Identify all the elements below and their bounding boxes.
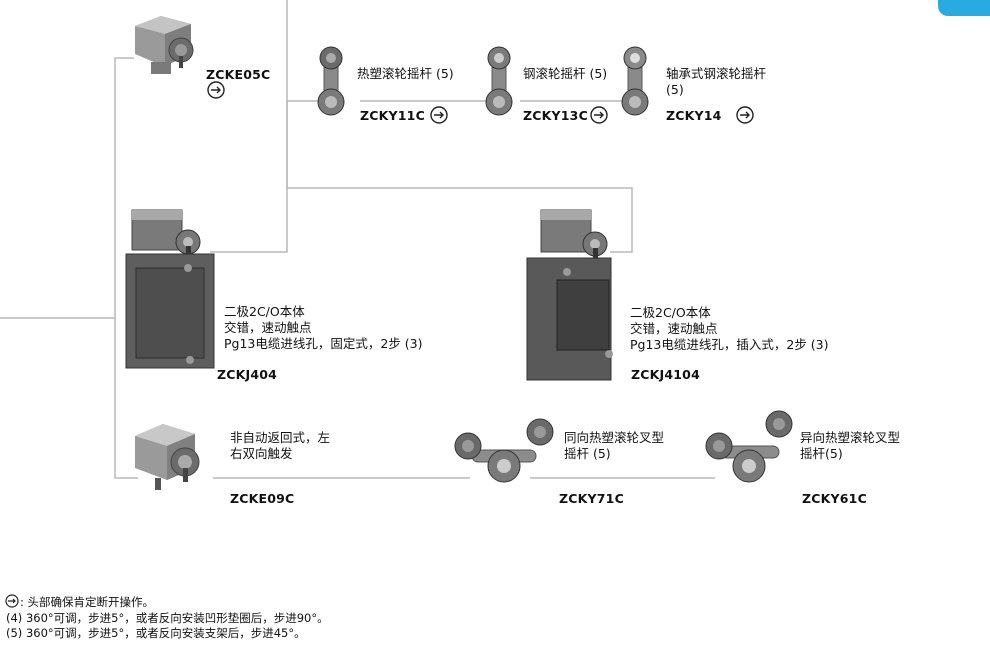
corner-tab (938, 0, 990, 16)
circled-arrow-icon (736, 106, 754, 124)
zcke05c-code: ZCKE05C (206, 67, 271, 82)
circled-arrow-icon (5, 594, 19, 608)
zcky71c-desc: 同向热塑滚轮叉型 摇杆 (5) (564, 430, 665, 461)
zcky14-lever-image (621, 46, 649, 116)
zckj404-desc: 二极2C/O本体 交错，速动触点 Pg13电缆进线孔，固定式，2步 (3) (224, 304, 423, 351)
zckj404-body-image (125, 209, 215, 369)
zcky13c-desc: 钢滚轮摇杆 (5) (523, 66, 608, 81)
zcky61c-code: ZCKY61C (802, 491, 867, 506)
zckj4104-body-image (526, 209, 613, 381)
zcky61c-fork-lever-image (705, 410, 793, 483)
zcky11c-lever-image (317, 46, 345, 116)
circled-arrow-icon (590, 106, 608, 124)
zcky13c-code: ZCKY13C (523, 108, 588, 123)
zckj404-code: ZCKJ404 (217, 367, 278, 382)
zckj4104-desc: 二极2C/O本体 交错，速动触点 Pg13电缆进线孔，插入式，2步 (3) (630, 305, 829, 352)
zcky61c-desc: 异向热塑滚轮叉型 摇杆(5) (800, 430, 901, 461)
legend-note: : 头部确保肯定断开操作。 (20, 595, 155, 609)
zcke05c-head-image (135, 16, 194, 74)
zcke09c-desc: 非自动返回式，左 右双向触发 (230, 430, 331, 461)
footnote-5: (5) 360°可调，步进5°，或者反向安装支架后，步进45°。 (6, 626, 306, 640)
zcke09c-head-image (135, 424, 200, 490)
footnote-4: (4) 360°可调，步进5°，或者反向安装凹形垫圈后，步进90°。 (6, 611, 329, 625)
circled-arrow-icon (430, 106, 448, 124)
zcky71c-fork-lever-image (454, 418, 554, 483)
zcky13c-lever-image (485, 46, 513, 116)
zcky11c-code: ZCKY11C (360, 108, 425, 123)
zcky71c-code: ZCKY71C (559, 491, 624, 506)
zcky14-code: ZCKY14 (666, 108, 722, 123)
circled-arrow-icon (207, 81, 225, 99)
zckj4104-code: ZCKJ4104 (631, 367, 700, 382)
zcky14-desc: 轴承式钢滚轮摇杆 (5) (666, 66, 767, 97)
zcky11c-desc: 热塑滚轮摇杆 (5) (357, 66, 454, 81)
zcke09c-code: ZCKE09C (230, 491, 295, 506)
